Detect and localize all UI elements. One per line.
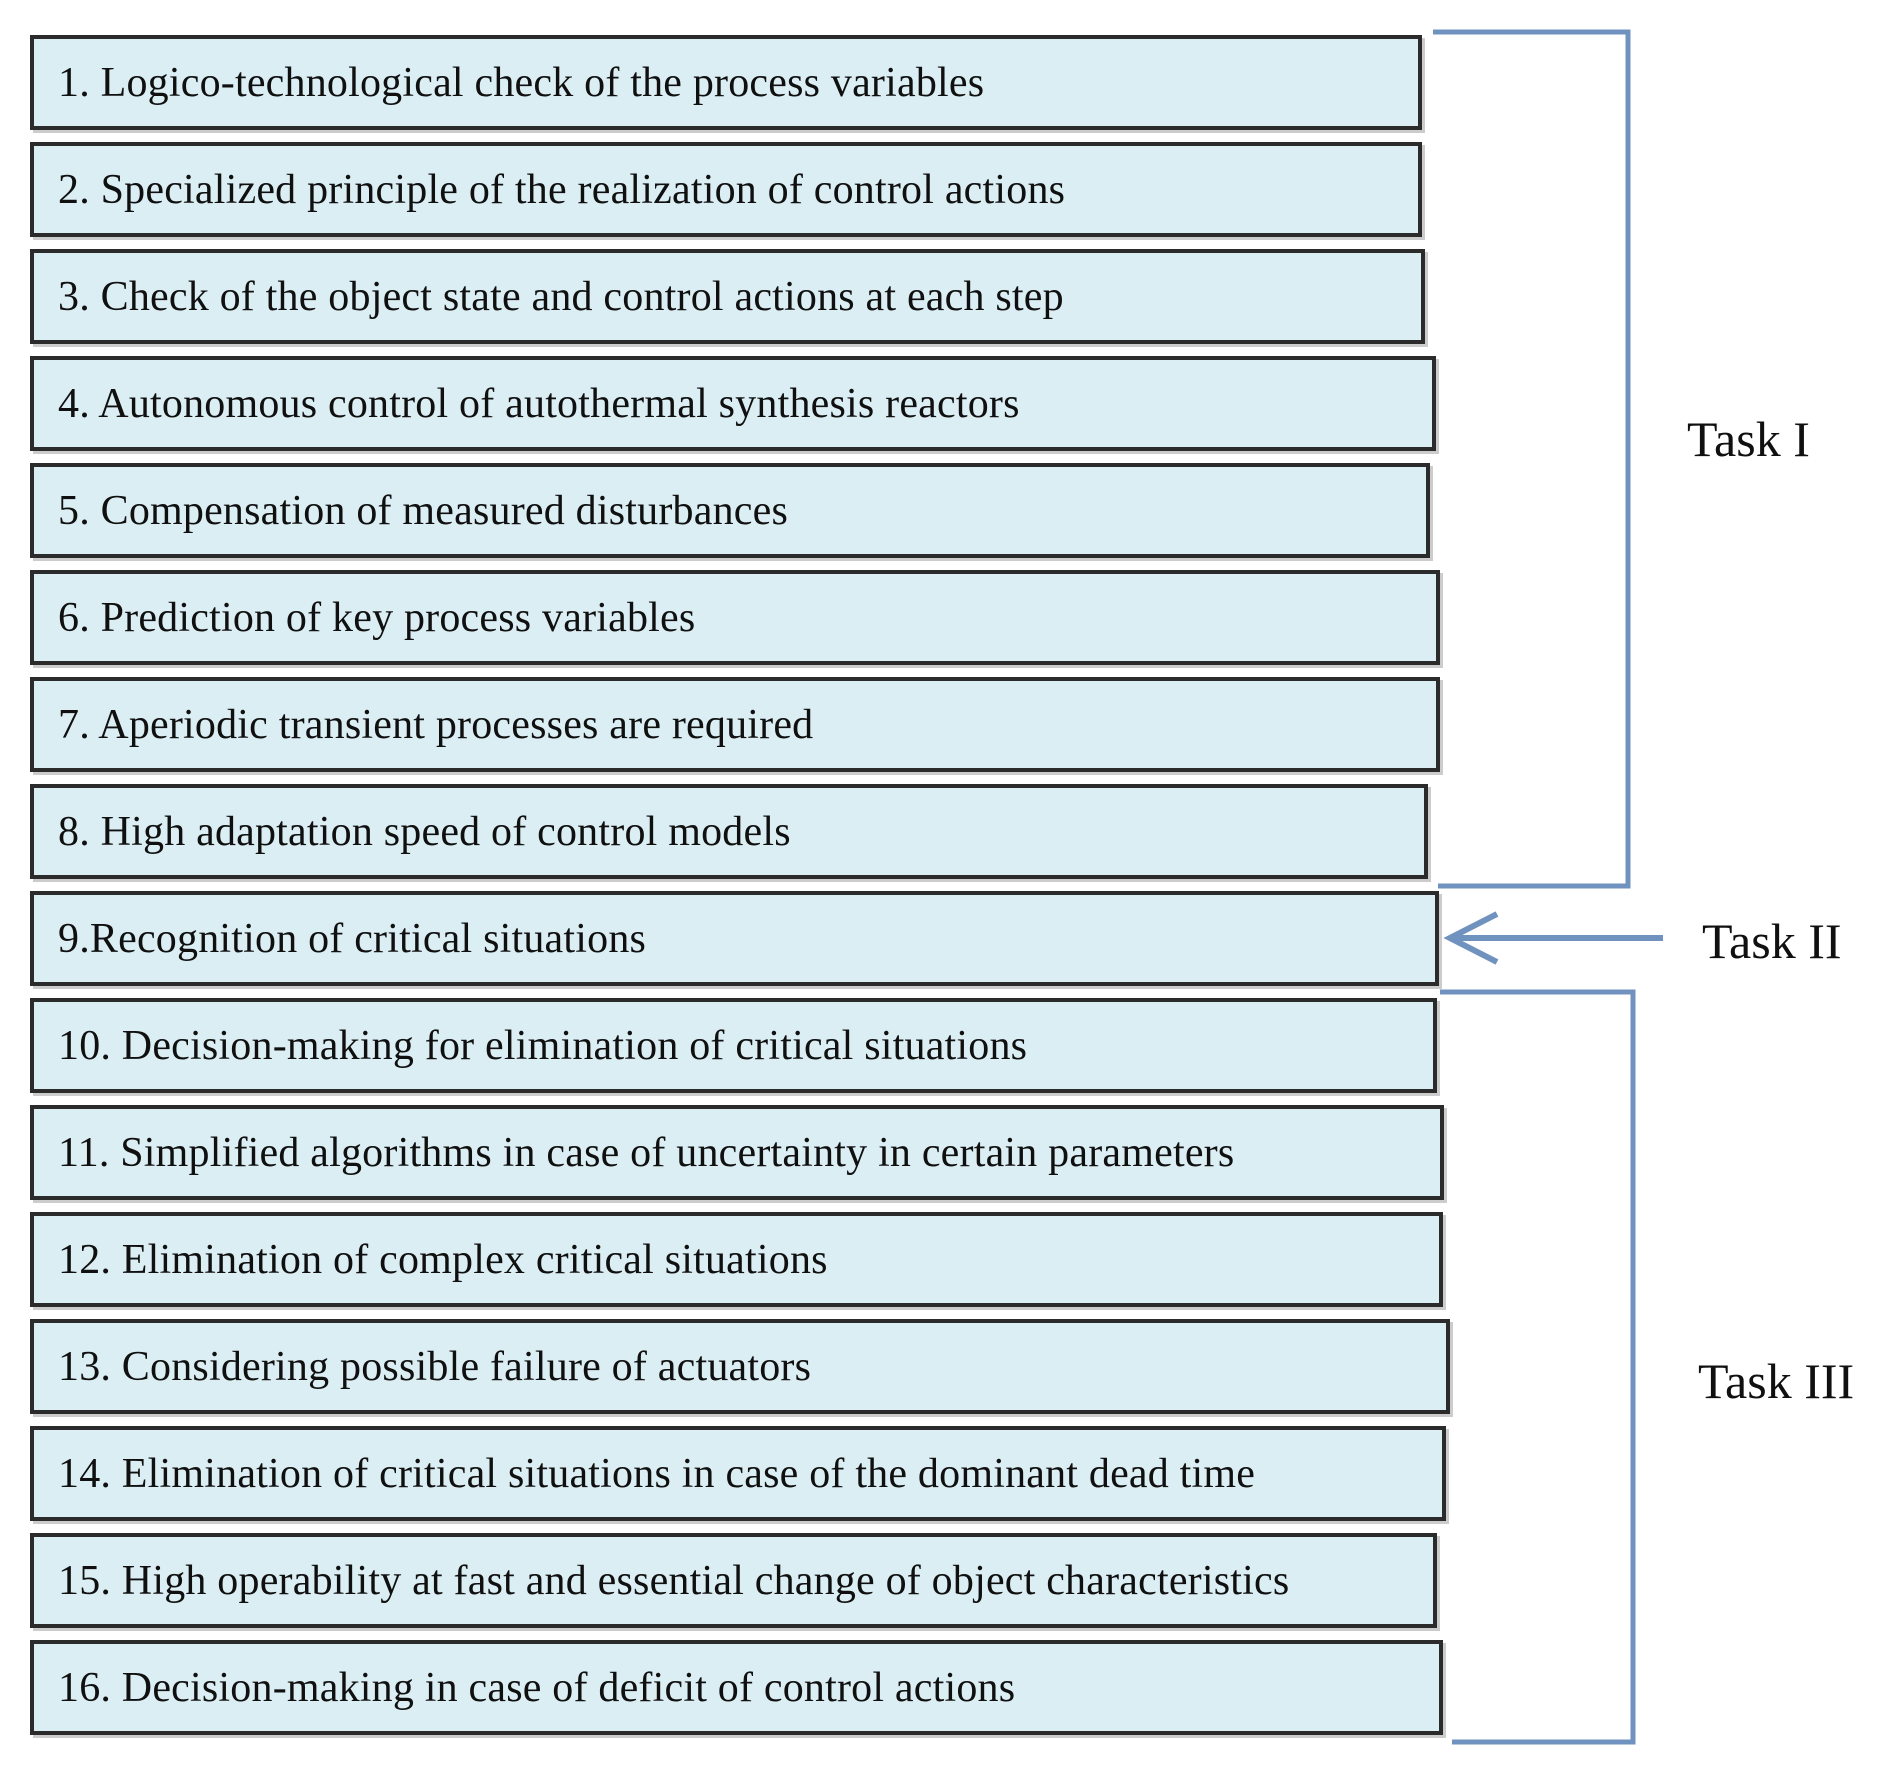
process-box-label: 2. Specialized principle of the realizat… [58, 166, 1066, 213]
task-3-label: Task III [1698, 1353, 1855, 1409]
process-box-9: 9.Recognition of critical situations [30, 891, 1439, 986]
process-box-12: 12. Elimination of complex critical situ… [30, 1212, 1443, 1307]
process-box-label: 16. Decision-making in case of deficit o… [58, 1664, 1016, 1711]
process-box-10: 10. Decision-making for elimination of c… [30, 998, 1437, 1093]
process-box-label: 8. High adaptation speed of control mode… [58, 808, 791, 855]
process-box-label: 7. Aperiodic transient processes are req… [58, 701, 814, 748]
process-box-label: 12. Elimination of complex critical situ… [58, 1236, 828, 1283]
process-box-11: 11. Simplified algorithms in case of unc… [30, 1105, 1444, 1200]
task-1-label: Task I [1687, 411, 1810, 467]
process-box-label: 6. Prediction of key process variables [58, 594, 696, 641]
process-box-14: 14. Elimination of critical situations i… [30, 1426, 1446, 1521]
process-box-3: 3. Check of the object state and control… [30, 249, 1425, 344]
process-box-13: 13. Considering possible failure of actu… [30, 1319, 1450, 1414]
task-2-arrow [1443, 911, 1663, 965]
process-box-label: 15. High operability at fast and essenti… [58, 1557, 1290, 1604]
process-box-label: 9.Recognition of critical situations [58, 915, 647, 962]
process-box-8: 8. High adaptation speed of control mode… [30, 784, 1428, 879]
process-box-16: 16. Decision-making in case of deficit o… [30, 1640, 1443, 1735]
task-2-label: Task II [1702, 913, 1842, 969]
process-box-label: 10. Decision-making for elimination of c… [58, 1022, 1028, 1069]
process-box-15: 15. High operability at fast and essenti… [30, 1533, 1437, 1628]
process-box-label: 5. Compensation of measured disturbances [58, 487, 788, 534]
process-box-7: 7. Aperiodic transient processes are req… [30, 677, 1440, 772]
process-box-4: 4. Autonomous control of autothermal syn… [30, 356, 1436, 451]
process-box-1: 1. Logico-technological check of the pro… [30, 35, 1422, 130]
process-box-label: 13. Considering possible failure of actu… [58, 1343, 812, 1390]
process-box-label: 11. Simplified algorithms in case of unc… [58, 1129, 1235, 1176]
process-box-label: 3. Check of the object state and control… [58, 273, 1064, 320]
task-1-bracket [1433, 29, 1631, 889]
process-box-2: 2. Specialized principle of the realizat… [30, 142, 1422, 237]
process-box-6: 6. Prediction of key process variables [30, 570, 1440, 665]
process-box-5: 5. Compensation of measured disturbances [30, 463, 1430, 558]
process-box-label: 1. Logico-technological check of the pro… [58, 59, 985, 106]
process-box-label: 14. Elimination of critical situations i… [58, 1450, 1256, 1497]
task-3-bracket [1440, 989, 1636, 1745]
process-box-label: 4. Autonomous control of autothermal syn… [58, 380, 1020, 427]
